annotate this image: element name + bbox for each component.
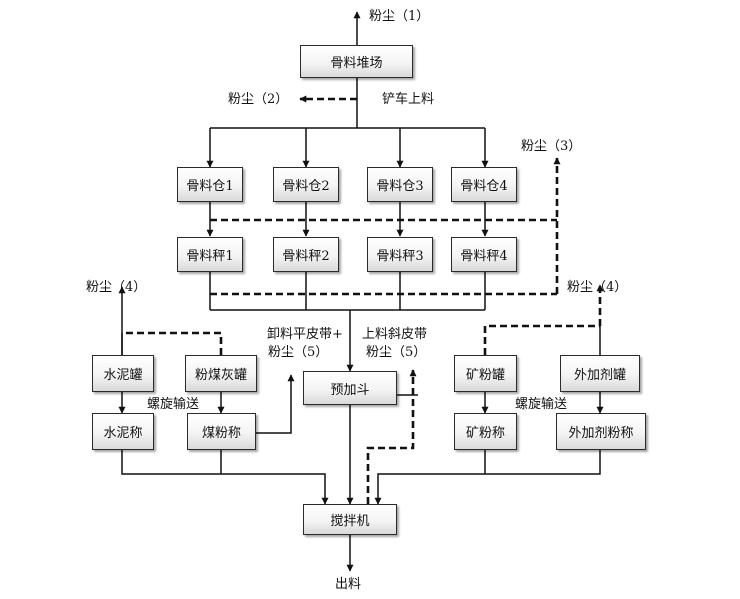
node-flyash-scale: 煤粉称 [187,413,256,450]
node-scale-4: 骨料秤4 [451,237,517,272]
node-bin-1: 骨料仓1 [177,167,243,202]
edge-left-to-mixer [221,473,329,505]
node-cement-scale: 水泥称 [92,413,154,450]
node-scale-1: 骨料秤1 [177,237,243,272]
label-dust-3: 粉尘（3） [521,139,582,154]
dust-edge-5-right [366,369,417,504]
edge-left-scales-mixer [121,450,222,475]
label-unload-belt: 卸料平皮带+ [267,327,343,342]
node-scale-2: 骨料秤2 [273,237,339,272]
node-bin-3: 骨料仓3 [367,167,433,202]
label-screw-right: 螺旋输送 [515,397,568,412]
edge-right-to-mixer [374,473,485,505]
node-cement-tank: 水泥罐 [92,355,154,392]
node-mineral-tank: 矿粉罐 [454,355,517,392]
node-bin-2: 骨料仓2 [273,167,339,202]
label-output: 出料 [335,577,362,592]
node-scale-3: 骨料秤3 [367,237,433,272]
node-mixer: 搅拌机 [303,504,397,535]
dust-edge-4-right [483,324,600,355]
node-prehopper: 预加斗 [303,371,397,405]
label-dust-5-left: 粉尘（5） [268,345,329,360]
label-loader: 铲车上料 [382,92,435,107]
node-aggregate-yard: 骨料堆场 [300,45,413,78]
label-dust-5-right: 粉尘（5） [366,345,427,360]
node-admixture-tank: 外加剂罐 [560,355,640,392]
label-dust-1: 粉尘（1） [369,9,430,24]
edge-right-scales-mixer [484,450,601,475]
node-bin-4: 骨料仓4 [451,167,517,202]
label-dust-4-left: 粉尘（4） [86,280,147,295]
node-flyash-tank: 粉煤灰罐 [185,355,257,392]
node-mineral-scale: 矿粉称 [454,413,517,450]
label-incline-belt: 上料斜皮带 [362,327,428,342]
label-dust-2: 粉尘（2） [228,92,289,107]
dust-edge-4-left [122,331,223,355]
node-admixture-scale: 外加剂粉称 [556,413,646,450]
edge-flyash-scale-dust5 [256,374,295,434]
label-screw-left: 螺旋输送 [147,397,200,412]
label-dust-4-right: 粉尘（4） [567,280,628,295]
